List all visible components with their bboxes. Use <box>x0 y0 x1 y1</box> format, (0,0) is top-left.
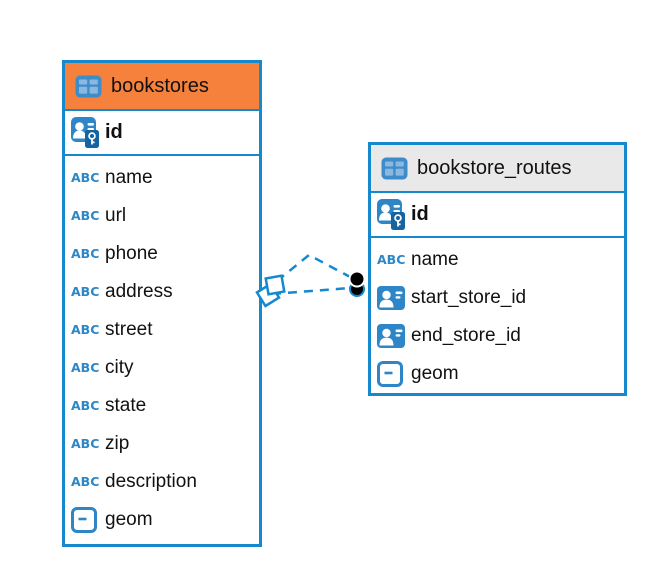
column-type-icon-slot <box>371 286 411 310</box>
column-row-city: ABC city <box>65 349 259 387</box>
reference-type-icon <box>377 286 405 310</box>
column-name: state <box>105 395 147 416</box>
column-row-address: ABC address <box>65 273 259 311</box>
text-type-icon: ABC <box>71 473 100 489</box>
column-row-id: id <box>65 111 259 156</box>
column-name: name <box>411 249 459 270</box>
column-name: phone <box>105 243 158 264</box>
column-name: zip <box>105 433 130 454</box>
column-type-icon-slot: ABC <box>65 207 105 223</box>
geometry-type-icon <box>377 361 403 387</box>
column-row-start_store_id: start_store_id <box>371 279 624 317</box>
column-name: end_store_id <box>411 325 521 346</box>
text-type-icon: ABC <box>71 245 100 261</box>
column-row-street: ABC street <box>65 311 259 349</box>
relation-line[interactable] <box>276 253 353 282</box>
text-type-icon: ABC <box>71 397 100 413</box>
column-name: id <box>411 203 429 225</box>
text-type-icon: ABC <box>71 283 100 299</box>
text-type-icon: ABC <box>71 321 100 337</box>
column-type-icon-slot: ABC <box>65 245 105 261</box>
text-type-icon: ABC <box>71 207 100 223</box>
column-row-id: id <box>371 193 624 238</box>
primary-key-icon <box>71 117 101 148</box>
column-name: city <box>105 357 134 378</box>
column-row-name: ABC name <box>371 241 624 279</box>
table-header[interactable]: bookstores <box>65 63 259 111</box>
column-type-icon-slot: ABC <box>65 473 105 489</box>
column-row-geom: geom <box>65 501 259 539</box>
column-row-zip: ABC zip <box>65 425 259 463</box>
table-title: bookstore_routes <box>417 156 572 179</box>
table-icon <box>381 157 408 180</box>
column-name: geom <box>411 363 459 384</box>
column-name: name <box>105 167 153 188</box>
column-row-end_store_id: end_store_id <box>371 317 624 355</box>
column-type-icon-slot <box>371 199 411 230</box>
column-type-icon-slot <box>65 117 105 148</box>
column-row-geom: geom <box>371 355 624 393</box>
column-name: url <box>105 205 127 226</box>
column-name: street <box>105 319 153 340</box>
column-type-icon-slot: ABC <box>65 397 105 413</box>
column-list: ABC name ABC url ABC phone ABC address A… <box>65 156 259 544</box>
table-bookstore_routes[interactable]: bookstore_routes id ABC name start_store… <box>368 142 627 396</box>
column-type-icon-slot: ABC <box>65 359 105 375</box>
primary-key-icon <box>377 199 407 230</box>
column-row-phone: ABC phone <box>65 235 259 273</box>
relation-dot-marker <box>348 270 366 288</box>
geometry-type-icon <box>71 507 97 533</box>
column-type-icon-slot: ABC <box>371 251 411 267</box>
column-type-icon-slot <box>371 361 411 387</box>
table-icon <box>75 75 102 98</box>
relation-line[interactable] <box>271 286 351 296</box>
column-name: description <box>105 471 197 492</box>
column-type-icon-slot: ABC <box>65 169 105 185</box>
column-row-url: ABC url <box>65 197 259 235</box>
text-type-icon: ABC <box>71 359 100 375</box>
column-type-icon-slot: ABC <box>65 321 105 337</box>
table-title: bookstores <box>111 74 209 97</box>
column-row-name: ABC name <box>65 159 259 197</box>
column-name: id <box>105 121 123 143</box>
text-type-icon: ABC <box>71 169 100 185</box>
column-row-state: ABC state <box>65 387 259 425</box>
text-type-icon: ABC <box>377 251 406 267</box>
reference-type-icon <box>377 324 405 348</box>
text-type-icon: ABC <box>71 435 100 451</box>
column-list: ABC name start_store_id end_store_id geo… <box>371 238 624 393</box>
column-type-icon-slot: ABC <box>65 435 105 451</box>
relation-dot-marker <box>349 281 365 297</box>
column-row-description: ABC description <box>65 463 259 501</box>
table-bookstores[interactable]: bookstores id ABC name ABC url ABC phone… <box>62 60 262 547</box>
column-name: geom <box>105 509 153 530</box>
column-type-icon-slot: ABC <box>65 283 105 299</box>
column-name: address <box>105 281 173 302</box>
column-type-icon-slot <box>65 507 105 533</box>
table-header[interactable]: bookstore_routes <box>371 145 624 193</box>
column-type-icon-slot <box>371 324 411 348</box>
column-name: start_store_id <box>411 287 527 308</box>
